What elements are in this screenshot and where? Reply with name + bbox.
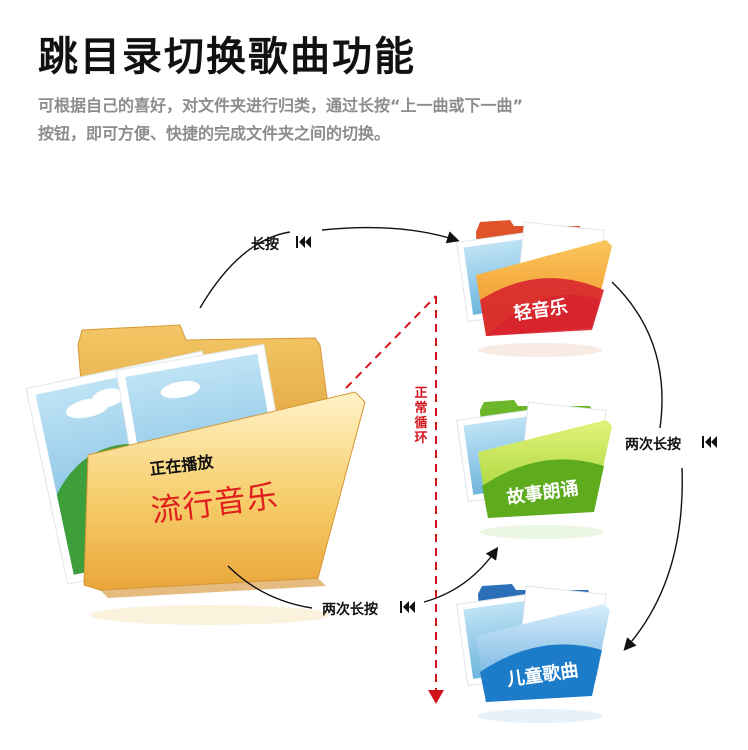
current-folder-graphic <box>25 324 366 625</box>
folder-light-music-graphic <box>456 220 612 357</box>
arrow-bottom-start <box>227 565 313 609</box>
arrow-to-children <box>623 467 683 651</box>
arrow-to-story <box>423 546 499 603</box>
long-press-label: 长按 <box>251 237 279 253</box>
arrow-to-light-music <box>321 226 460 244</box>
arrow-right-upper <box>611 281 663 429</box>
page-description: 可根据自己的喜好，对文件夹进行归类，通过长按“上一曲或下一曲” 按钮，即可方便、… <box>38 92 728 148</box>
page-title: 跳目录切换歌曲功能 <box>38 34 416 80</box>
folder-children-graphic <box>456 584 610 723</box>
loop-diagonal-line <box>345 295 437 389</box>
skip-previous-icon <box>702 436 717 448</box>
loop-arrow-head <box>428 690 444 704</box>
arrow-to-light-music-start <box>199 231 291 309</box>
loop-label: 正常循环 <box>414 386 428 446</box>
skip-previous-icon <box>400 601 415 613</box>
description-line-1: 可根据自己的喜好，对文件夹进行归类，通过长按“上一曲或下一曲” <box>38 96 524 115</box>
description-line-2: 按钮，即可方便、快捷的完成文件夹之间的切换。 <box>38 124 391 143</box>
double-long-press-label-right: 两次长按 <box>625 437 681 453</box>
folder-story-graphic <box>456 400 612 539</box>
double-long-press-label-bottom: 两次长按 <box>322 602 378 618</box>
skip-previous-icon <box>296 236 311 248</box>
